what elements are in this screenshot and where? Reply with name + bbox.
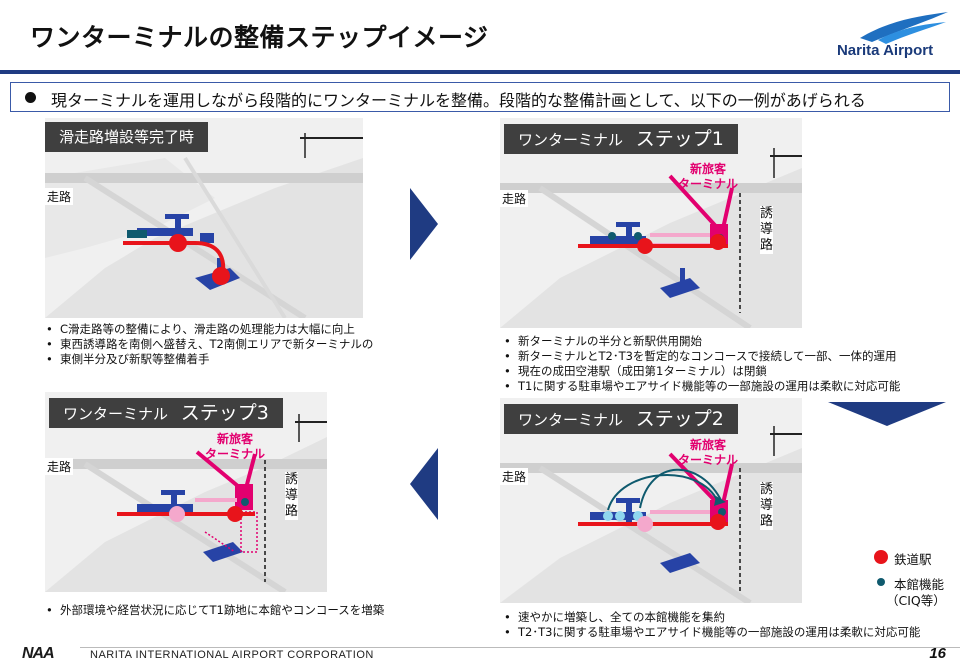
new-terminal-label: 新旅客 ターミナル	[678, 162, 739, 191]
taxiway-label: 誘 導 路	[760, 206, 774, 254]
runway-label: 走路	[45, 188, 74, 205]
new-terminal-label: 新旅客 ターミナル	[205, 432, 266, 461]
panel-label: 滑走路増設等完了時	[45, 122, 209, 152]
naa-logo: NAA	[22, 645, 55, 662]
bullet-item: 外部環境や経営状況に応じてT1跡地に本館やコンコースを増築	[44, 603, 384, 618]
bullets-current: C滑走路等の整備により、滑走路の処理能力は大幅に向上 東西誘導路を南側へ盛替え、…	[44, 322, 373, 367]
panel-label: ワンターミナル ステップ3	[49, 398, 283, 428]
panel-label-prefix: ワンターミナル	[518, 411, 624, 429]
title-rule	[0, 70, 960, 74]
narita-airport-logo: Narita Airport	[820, 10, 950, 70]
arrow-down-icon	[828, 402, 946, 426]
bullet-item: 現在の成田空港駅（成田第1ターミナル）は閉鎖	[502, 364, 900, 379]
taxiway-label: 誘 導 路	[760, 482, 774, 530]
bullet-dot-icon	[25, 92, 36, 103]
lead-box: 現ターミナルを運用しながら段階的にワンターミナルを整備。段階的な整備計画として、…	[10, 82, 950, 112]
map-step2: ワンターミナル ステップ2 走路 新旅客 ターミナル 誘 導 路	[500, 398, 802, 603]
footer-company: NARITA INTERNATIONAL AIRPORT CORPORATION	[90, 649, 374, 661]
panel-label: ワンターミナル ステップ1	[504, 124, 738, 154]
bullet-item: 新ターミナルの半分と新駅供用開始	[502, 334, 900, 349]
runway-label: 走路	[45, 458, 74, 475]
lead-text: 現ターミナルを運用しながら段階的にワンターミナルを整備。段階的な整備計画として、…	[51, 91, 866, 110]
legend-ciq: 本館機能 （CIQ等）	[870, 574, 960, 610]
new-terminal-label: 新旅客 ターミナル	[678, 438, 739, 467]
logo-text: Narita Airport	[836, 42, 934, 59]
bullet-item: C滑走路等の整備により、滑走路の処理能力は大幅に向上	[44, 322, 373, 337]
station-dot-icon	[874, 550, 888, 564]
panel-label-step: ステップ3	[180, 402, 269, 424]
panel-label-prefix: ワンターミナル	[518, 131, 624, 149]
panel-label-step: ステップ1	[635, 128, 724, 150]
legend-station: 鉄道駅	[870, 548, 960, 570]
map-current: 滑走路増設等完了時 走路	[45, 118, 363, 318]
bullets-step2: 速やかに増築し、全ての本館機能を集約 T2･T3に関する駐車場やエアサイド機能等…	[502, 610, 920, 640]
legend: 鉄道駅 本館機能 （CIQ等）	[870, 548, 960, 610]
bullets-step3: 外部環境や経営状況に応じてT1跡地に本館やコンコースを増築	[44, 603, 384, 618]
ciq-dot-icon	[877, 578, 885, 586]
bullet-item-cont: 東側半分及び新駅等整備着手	[44, 352, 373, 367]
bullet-item: 速やかに増築し、全ての本館機能を集約	[502, 610, 920, 625]
bullet-item: 東西誘導路を南側へ盛替え、T2南側エリアで新ターミナルの	[44, 337, 373, 352]
map-step3: ワンターミナル ステップ3 走路 新旅客 ターミナル 誘 導 路	[45, 392, 327, 592]
runway-label: 走路	[500, 468, 529, 485]
map-step1: ワンターミナル ステップ1 走路 新旅客 ターミナル 誘 導 路	[500, 118, 802, 328]
bullet-item: T2･T3に関する駐車場やエアサイド機能等の一部施設の運用は柔軟に対応可能	[502, 625, 920, 640]
panel-label: ワンターミナル ステップ2	[504, 404, 738, 434]
arrow-left-icon	[410, 448, 438, 520]
panel-label-prefix: ワンターミナル	[63, 405, 169, 423]
bullet-item: 新ターミナルとT2･T3を暫定的なコンコースで接続して一部、一体的運用	[502, 349, 900, 364]
runway-label: 走路	[500, 190, 529, 207]
page-title: ワンターミナルの整備ステップイメージ	[30, 23, 489, 52]
bullets-step1: 新ターミナルの半分と新駅供用開始 新ターミナルとT2･T3を暫定的なコンコースで…	[502, 334, 900, 394]
taxiway-label: 誘 導 路	[285, 472, 299, 520]
arrow-right-icon	[410, 188, 438, 260]
bullet-item: T1に関する駐車場やエアサイド機能等の一部施設の運用は柔軟に対応可能	[502, 379, 900, 394]
panel-label-step: ステップ2	[635, 408, 724, 430]
page-number: 16	[929, 645, 946, 662]
logo-wing-icon	[860, 12, 948, 44]
footer-rule	[80, 647, 960, 648]
